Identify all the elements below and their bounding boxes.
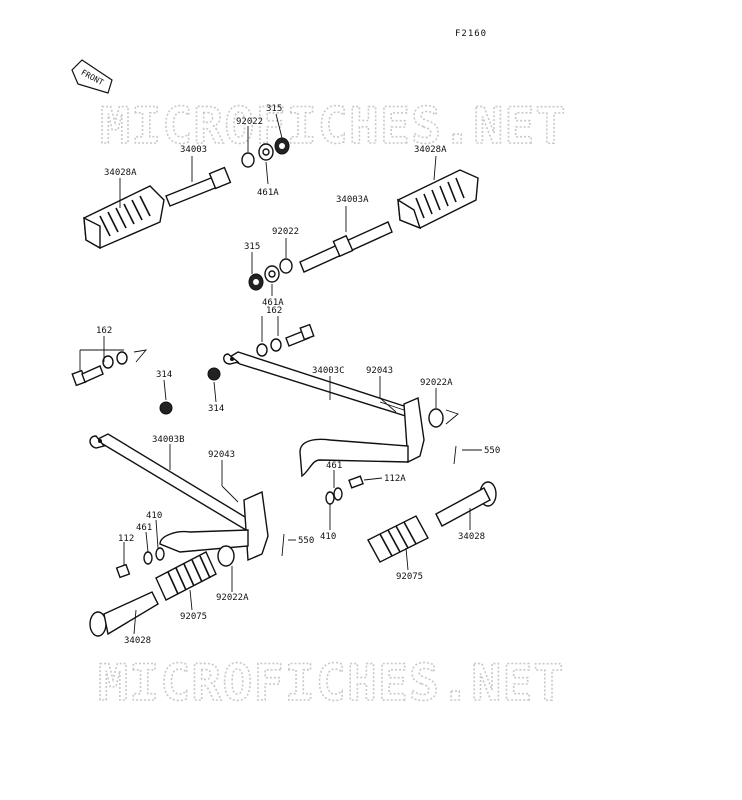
nut-314-mid-icon <box>207 367 221 381</box>
label-92043-left: 92043 <box>208 450 235 460</box>
label-314-left: 314 <box>156 370 172 380</box>
label-34028A-right: 34028A <box>414 145 447 155</box>
label-92022-mid: 92022 <box>272 227 299 237</box>
washer-92022-top-icon <box>241 152 255 168</box>
front-arrow-icon: FRONT <box>71 59 113 94</box>
washer-410-left-icon <box>155 547 165 561</box>
label-410-left: 410 <box>146 511 162 521</box>
label-34003: 34003 <box>180 145 207 155</box>
label-34003A: 34003A <box>336 195 369 205</box>
label-550-left: 550 <box>298 536 314 546</box>
label-92022-top: 92022 <box>236 117 263 127</box>
label-92075-right: 92075 <box>396 572 423 582</box>
label-315-top: 315 <box>266 104 282 114</box>
pin-92043-right-icon <box>379 397 397 413</box>
pin-92043-left-icon <box>221 485 239 503</box>
label-162-left: 162 <box>96 326 112 336</box>
washer-461-right-icon <box>333 487 343 501</box>
nut-314-left-icon <box>159 401 173 415</box>
watermark-top: MICROFICHES.NET <box>100 97 567 155</box>
footpeg-rubber-92075-right-icon <box>367 515 429 563</box>
label-34003C: 34003C <box>312 366 345 376</box>
diagram-code: F2160 <box>455 29 487 39</box>
label-410-right: 410 <box>320 532 336 542</box>
cotter-pin-550-right-icon <box>453 445 457 465</box>
label-92075-left: 92075 <box>180 612 207 622</box>
label-92022A-left: 92022A <box>216 593 249 603</box>
label-314-mid: 314 <box>208 404 224 414</box>
watermark-bottom: MICROFICHES.NET <box>98 654 565 712</box>
washer-92022A-left-icon <box>217 545 235 567</box>
footpeg-rubber-left-icon <box>83 185 165 250</box>
footpeg-pin-34028-left-icon <box>89 591 159 637</box>
label-550-right: 550 <box>484 446 500 456</box>
label-461-left: 461 <box>136 523 152 533</box>
footpeg-rubber-92075-left-icon <box>155 551 217 601</box>
label-461A-mid: 461A <box>262 298 284 308</box>
label-92043-right: 92043 <box>366 366 393 376</box>
washer-92022-mid-icon <box>279 258 293 274</box>
label-112A: 112A <box>384 474 406 484</box>
washer-461-left-icon <box>143 551 153 565</box>
bolt-162-left-icon <box>71 349 148 387</box>
label-34003B: 34003B <box>152 435 185 445</box>
washer-410-right-icon <box>325 491 335 505</box>
bolt-162-right-icon <box>256 323 315 357</box>
label-112: 112 <box>118 534 134 544</box>
bolt-112-icon <box>115 563 131 579</box>
label-92022A-right: 92022A <box>420 378 453 388</box>
footpeg-pin-34028-right-icon <box>435 481 497 527</box>
footpeg-shaft-mid-icon <box>299 221 393 273</box>
label-461A-top: 461A <box>257 188 279 198</box>
label-461-right: 461 <box>326 461 342 471</box>
footpeg-shaft-top-icon <box>165 166 232 207</box>
label-34028A-left: 34028A <box>104 168 137 178</box>
label-162-right: 162 <box>266 306 282 316</box>
washer-92022A-right-icon <box>428 408 444 428</box>
label-34028-right: 34028 <box>458 532 485 542</box>
bolt-112A-icon <box>348 475 364 489</box>
bracket-left-icon <box>89 433 269 562</box>
label-34028-left: 34028 <box>124 636 151 646</box>
cotter-pin-550-left-icon <box>281 533 285 557</box>
footpeg-rubber-right-icon <box>397 169 479 230</box>
bracket-right-icon <box>223 351 425 478</box>
label-315-mid: 315 <box>244 242 260 252</box>
